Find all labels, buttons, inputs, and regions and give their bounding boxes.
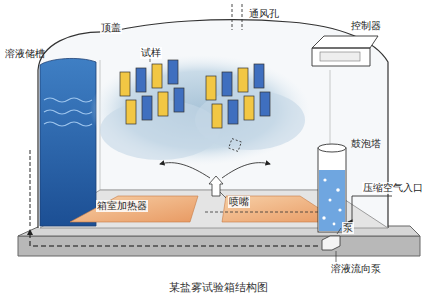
- figure-caption: 某盐雾试验箱结构图: [168, 282, 269, 295]
- part-label: 喷嘴: [228, 196, 250, 208]
- part-label: 通风孔: [248, 8, 280, 20]
- part-label: 泵: [342, 222, 354, 234]
- part-label: 鼓泡塔: [350, 138, 382, 150]
- part-label: 顶盖: [100, 22, 122, 34]
- part-label: 控制器: [350, 20, 382, 32]
- part-label: 试样: [140, 47, 162, 59]
- part-label: 箱室加热器: [96, 200, 148, 212]
- part-label: 溶液储槽: [4, 48, 46, 60]
- part-label: 溶液流向泵: [330, 263, 382, 275]
- part-label: 压缩空气入口: [362, 182, 424, 194]
